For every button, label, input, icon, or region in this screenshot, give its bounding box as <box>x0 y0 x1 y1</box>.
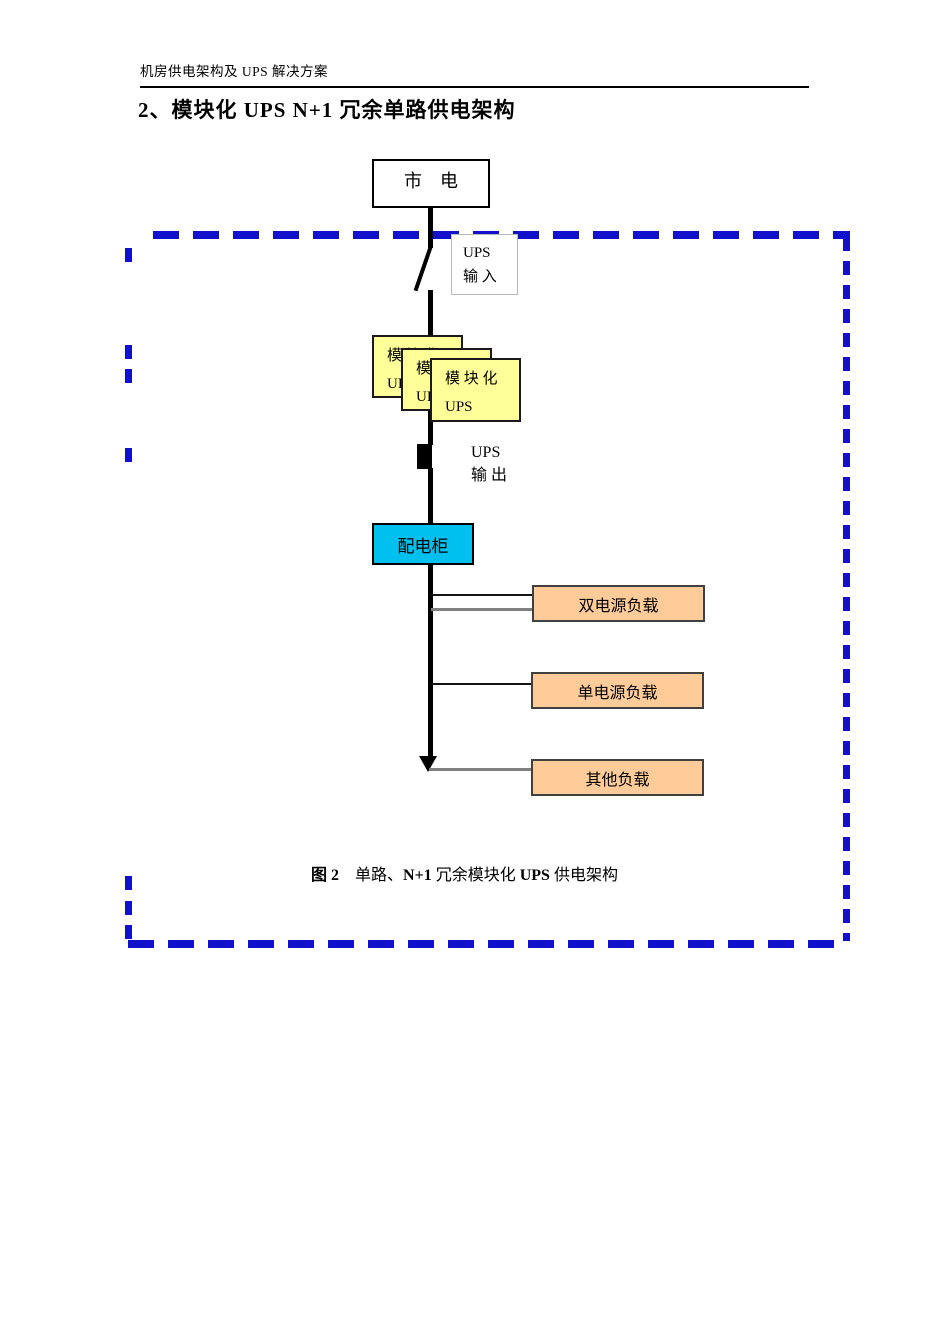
header-rule <box>140 86 809 88</box>
power-line-segment <box>428 565 433 758</box>
ups-output-line1: UPS <box>471 444 501 461</box>
distribution-cabinet-box: 配电柜 <box>372 523 474 565</box>
other-load-label: 其他负载 <box>585 771 650 789</box>
modular-ups-line2: UPS <box>445 399 473 415</box>
breaker-symbol <box>417 444 432 469</box>
modular-ups-box-3: 模 块 化 UPS <box>430 358 521 422</box>
ups-input-label: UPS 输 入 <box>451 234 518 295</box>
single-power-load-label: 单电源负载 <box>577 684 658 702</box>
caption-text: 供电架构 <box>549 867 618 884</box>
distribution-cabinet-label: 配电柜 <box>397 536 449 556</box>
switch-symbol <box>413 246 433 292</box>
dashed-boundary-left-segment <box>125 901 132 915</box>
dashed-boundary-left-segment <box>125 876 132 890</box>
dashed-boundary-left-segment <box>125 248 132 262</box>
caption-n1: N+1 <box>403 867 432 884</box>
ups-input-line2: 输 入 <box>463 269 497 285</box>
figure-number: 图 2 <box>311 867 340 884</box>
modular-ups-line1: 模 块 化 <box>445 371 498 387</box>
connector-line-dual-2 <box>431 608 532 611</box>
dashed-boundary-bottom <box>128 940 846 948</box>
ups-output-line2: 输 出 <box>471 467 508 484</box>
section-title: 2、模块化 UPS N+1 冗余单路供电架构 <box>138 98 516 122</box>
dashed-boundary-right <box>843 237 850 941</box>
dual-power-load-label: 双电源负载 <box>578 597 659 615</box>
dashed-boundary-left-segment <box>125 369 132 383</box>
dashed-boundary-left-segment <box>125 448 132 462</box>
dual-power-load-box: 双电源负载 <box>532 585 705 622</box>
dashed-boundary-left-segment <box>125 345 132 359</box>
connector-line-single <box>431 683 532 685</box>
connector-line-dual-1 <box>431 594 532 596</box>
ups-output-label: UPS 输 出 <box>471 441 507 487</box>
caption-ups: UPS <box>519 867 550 884</box>
other-load-box: 其他负载 <box>531 759 704 796</box>
utility-power-box: 市 电 <box>372 159 490 208</box>
power-line-segment <box>428 468 433 524</box>
ups-input-line1: UPS <box>463 245 491 261</box>
dashed-boundary-left-segment <box>125 925 132 939</box>
single-power-load-box: 单电源负载 <box>531 672 704 709</box>
figure-caption: 图 2 单路、N+1 冗余模块化 UPS 供电架构 <box>311 861 618 885</box>
connector-line-other <box>429 768 532 771</box>
caption-text: 冗余模块化 <box>431 867 520 884</box>
utility-power-label: 市 电 <box>404 171 458 191</box>
power-line-segment <box>428 208 433 248</box>
page-header-text: 机房供电架构及 UPS 解决方案 <box>140 64 329 79</box>
caption-text: 单路、 <box>339 867 404 884</box>
